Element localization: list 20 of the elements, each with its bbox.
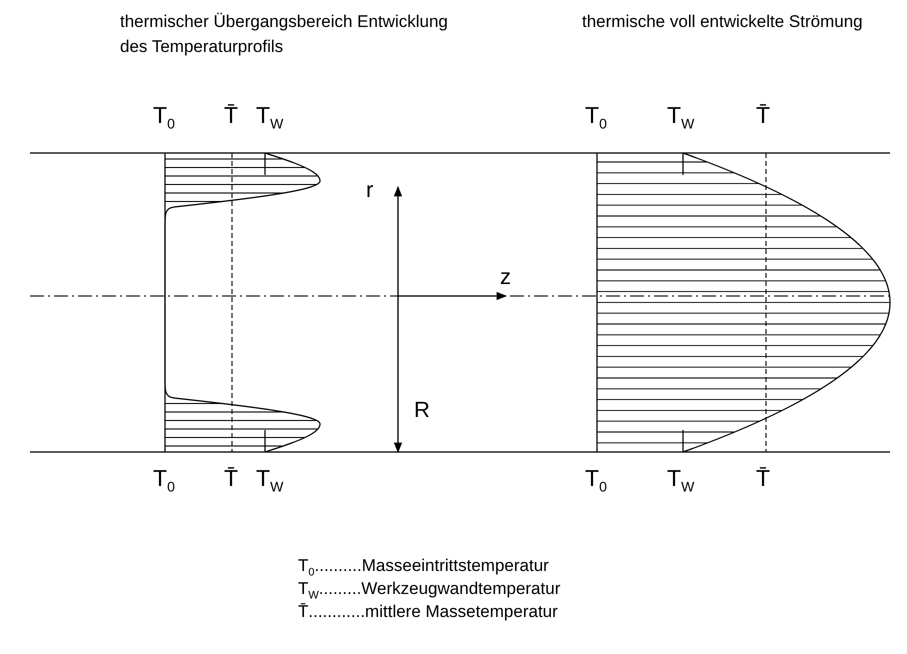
legend-text: T$_{W}$.........Werkzeugwandtemperatur xyxy=(298,580,560,602)
symbol-label: T$_{0}$ xyxy=(585,103,607,132)
symbol-label: T̄ xyxy=(224,103,238,128)
symbol-label: T̄ xyxy=(224,466,238,492)
symbol-label: T$_{0}$ xyxy=(153,466,175,495)
heading-text: thermische voll entwickelte Strömung xyxy=(582,11,864,33)
symbol-label: T$_{0}$ xyxy=(585,466,607,495)
symbol-label: T̄ xyxy=(756,466,770,492)
dimension-label: R xyxy=(414,398,430,422)
legend-text: T̄............mittlere Massetemperatur xyxy=(298,603,558,620)
symbol-label: T$_{W}$ xyxy=(667,103,694,132)
legend-text: T$_{0}$..........Masseeintrittstemperatur xyxy=(298,557,549,578)
heading-text: thermischer Übergangsbereich Entwicklung des Temperaturprofils xyxy=(120,11,449,58)
symbol-label: T$_{W}$ xyxy=(667,466,694,495)
symbol-label: T̄ xyxy=(756,103,770,128)
symbol-label: T$_{W}$ xyxy=(256,103,284,132)
symbol-label: T$_{0}$ xyxy=(153,103,175,132)
axis-label: z xyxy=(500,265,511,290)
axis-label: r xyxy=(366,178,374,202)
symbol-label: T$_{W}$ xyxy=(256,466,284,495)
